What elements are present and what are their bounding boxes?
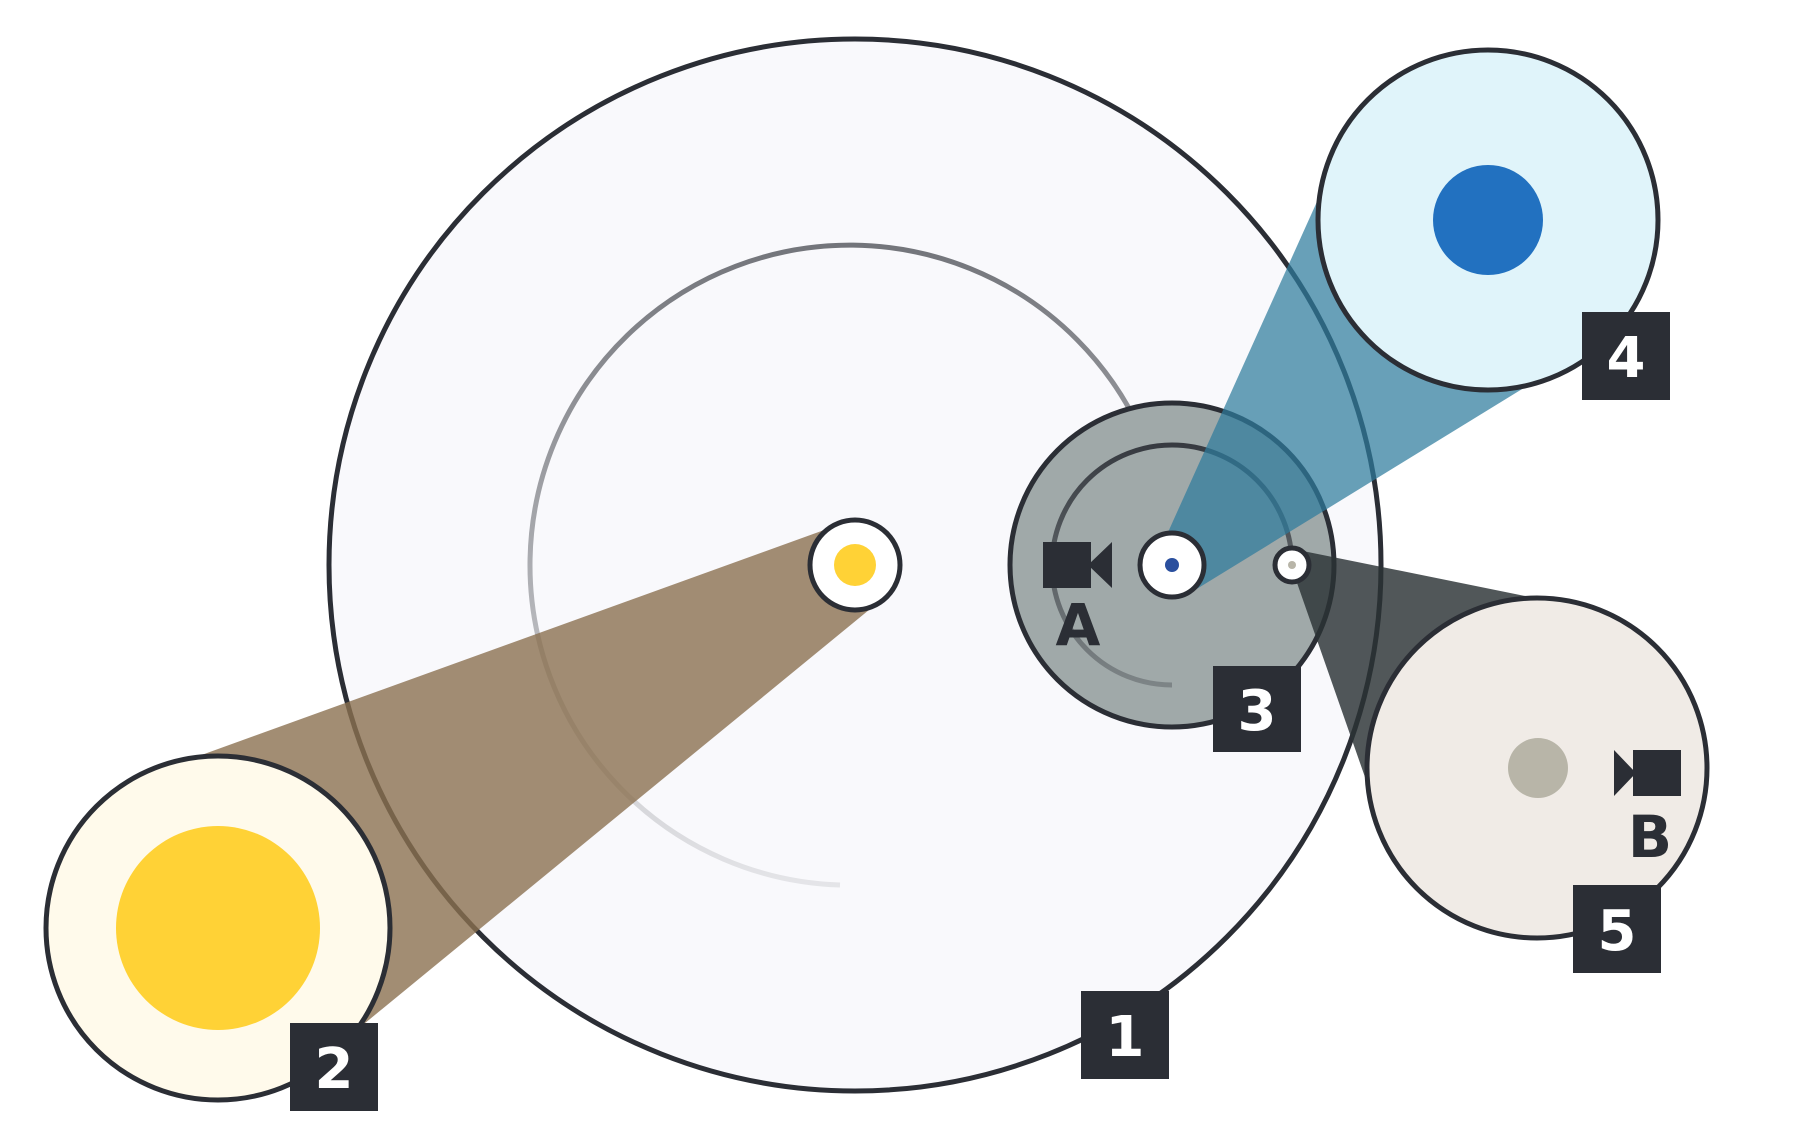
- camera-a-icon: [1043, 542, 1112, 588]
- sun-core: [834, 544, 876, 586]
- callout-badge-2: 2: [290, 1023, 378, 1111]
- planet-core: [1165, 558, 1179, 572]
- planet-zoom-core: [1433, 165, 1543, 275]
- camera-b-label: B: [1628, 803, 1672, 871]
- callout-label-5: 5: [1598, 899, 1637, 964]
- callout-badge-3: 3: [1213, 666, 1301, 752]
- camera-b-icon: [1614, 750, 1681, 796]
- sun-zoom-core: [116, 826, 320, 1030]
- moon-core: [1288, 561, 1296, 569]
- callout-label-4: 4: [1607, 326, 1646, 391]
- camera-a-label: A: [1056, 591, 1101, 659]
- callout-badge-5: 5: [1573, 885, 1661, 973]
- callout-label-2: 2: [315, 1037, 354, 1102]
- callout-label-1: 1: [1106, 1005, 1145, 1070]
- callout-label-3: 3: [1238, 679, 1277, 744]
- planet-zoom-beam: [1160, 195, 1545, 590]
- moon-zoom-core: [1508, 738, 1568, 798]
- callout-badge-4: 4: [1582, 312, 1670, 400]
- callout-badge-1: 1: [1081, 991, 1169, 1079]
